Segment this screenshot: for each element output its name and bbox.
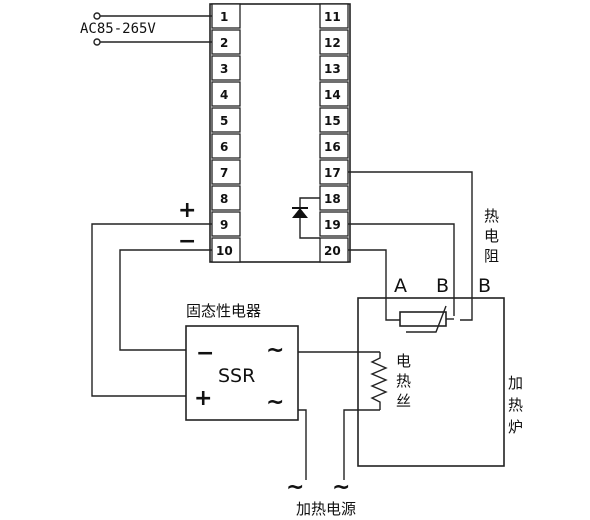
terminal-label-20: 20: [324, 244, 341, 258]
rtd-symbol: [399, 305, 454, 333]
rtd-label-2: 电: [484, 227, 499, 245]
terminal-1: [211, 3, 241, 29]
terminal-label-12: 12: [324, 36, 341, 50]
heating-furnace-box: [357, 297, 505, 467]
furnace-label-3: 炉: [508, 418, 523, 436]
terminal-label-16: 16: [324, 140, 341, 154]
terminal-label-8: 8: [220, 192, 228, 206]
terminal-14: [319, 81, 349, 107]
furnace-label-2: 热: [508, 396, 523, 414]
terminal-label-18: 18: [324, 192, 341, 206]
terminal-label-3: 3: [220, 62, 228, 76]
terminal-6: [211, 133, 241, 159]
terminal-label-2: 2: [220, 36, 228, 50]
terminal-label-7: 7: [220, 166, 228, 180]
terminal-16: [319, 133, 349, 159]
heater-coil-symbol: [370, 352, 388, 410]
terminal-10: [211, 237, 241, 263]
output-minus-sign: −: [178, 229, 196, 254]
wire-terminal9-to-ssr-plus: [91, 223, 212, 397]
heating-power-label: 加热电源: [296, 500, 356, 518]
wire-heater-to-power-right: [343, 409, 380, 480]
heater-label-1: 电: [396, 352, 411, 370]
diode-symbol: [292, 197, 320, 239]
terminal-8: [211, 185, 241, 211]
terminal-label-14: 14: [324, 88, 341, 102]
point-b-label-1: B: [436, 275, 449, 297]
terminal-label-4: 4: [220, 88, 228, 102]
rtd-label-3: 阻: [484, 247, 499, 265]
terminal-label-9: 9: [220, 218, 228, 232]
ssr-plus-sign: +: [194, 386, 212, 411]
wire-ssr-to-power-left: [298, 409, 307, 480]
power-tilde-right: ~: [332, 475, 350, 500]
ssr-tilde-bottom: ~: [266, 390, 284, 415]
terminal-label-5: 5: [220, 114, 228, 128]
rtd-label-1: 热: [484, 207, 499, 225]
terminal-2: [211, 29, 241, 55]
terminal-label-17: 17: [324, 166, 341, 180]
terminal-5: [211, 107, 241, 133]
terminal-13: [319, 55, 349, 81]
wire-terminal17-to-rtd-b: [348, 171, 473, 321]
terminal-3: [211, 55, 241, 81]
terminal-label-15: 15: [324, 114, 341, 128]
supply-terminal-top: [93, 12, 101, 20]
wire-terminal10-to-ssr-minus: [119, 249, 212, 351]
heater-label-3: 丝: [396, 392, 411, 410]
terminal-label-19: 19: [324, 218, 341, 232]
terminal-4: [211, 81, 241, 107]
terminal-7: [211, 159, 241, 185]
ssr-box: [185, 325, 299, 421]
supply-terminal-bottom: [93, 38, 101, 46]
ssr-title: 固态性电器: [186, 302, 261, 320]
wire-terminal19-to-rtd-b: [348, 223, 455, 316]
wire-terminal20-to-rtd-a: [348, 249, 400, 321]
terminal-12: [319, 29, 349, 55]
heater-label-2: 热: [396, 372, 411, 390]
terminal-label-11: 11: [324, 10, 341, 24]
terminal-15: [319, 107, 349, 133]
supply-voltage-label: AC85-265V: [80, 21, 156, 37]
output-plus-sign: +: [178, 198, 196, 223]
power-tilde-left: ~: [286, 475, 304, 500]
point-b-label-2: B: [478, 275, 491, 297]
furnace-label-1: 加: [508, 374, 523, 392]
ssr-label: SSR: [218, 365, 255, 387]
terminal-11: [319, 3, 349, 29]
terminal-18: [319, 185, 349, 211]
terminal-label-6: 6: [220, 140, 228, 154]
ssr-tilde-top: ~: [266, 338, 284, 363]
terminal-label-1: 1: [220, 10, 228, 24]
ssr-minus-sign: −: [196, 341, 214, 366]
terminal-block-left: 1 2 3 4 5 6 7 8 9 10: [211, 3, 241, 263]
point-a-label: A: [394, 275, 407, 297]
terminal-label-10: 10: [216, 244, 233, 258]
terminal-label-13: 13: [324, 62, 341, 76]
